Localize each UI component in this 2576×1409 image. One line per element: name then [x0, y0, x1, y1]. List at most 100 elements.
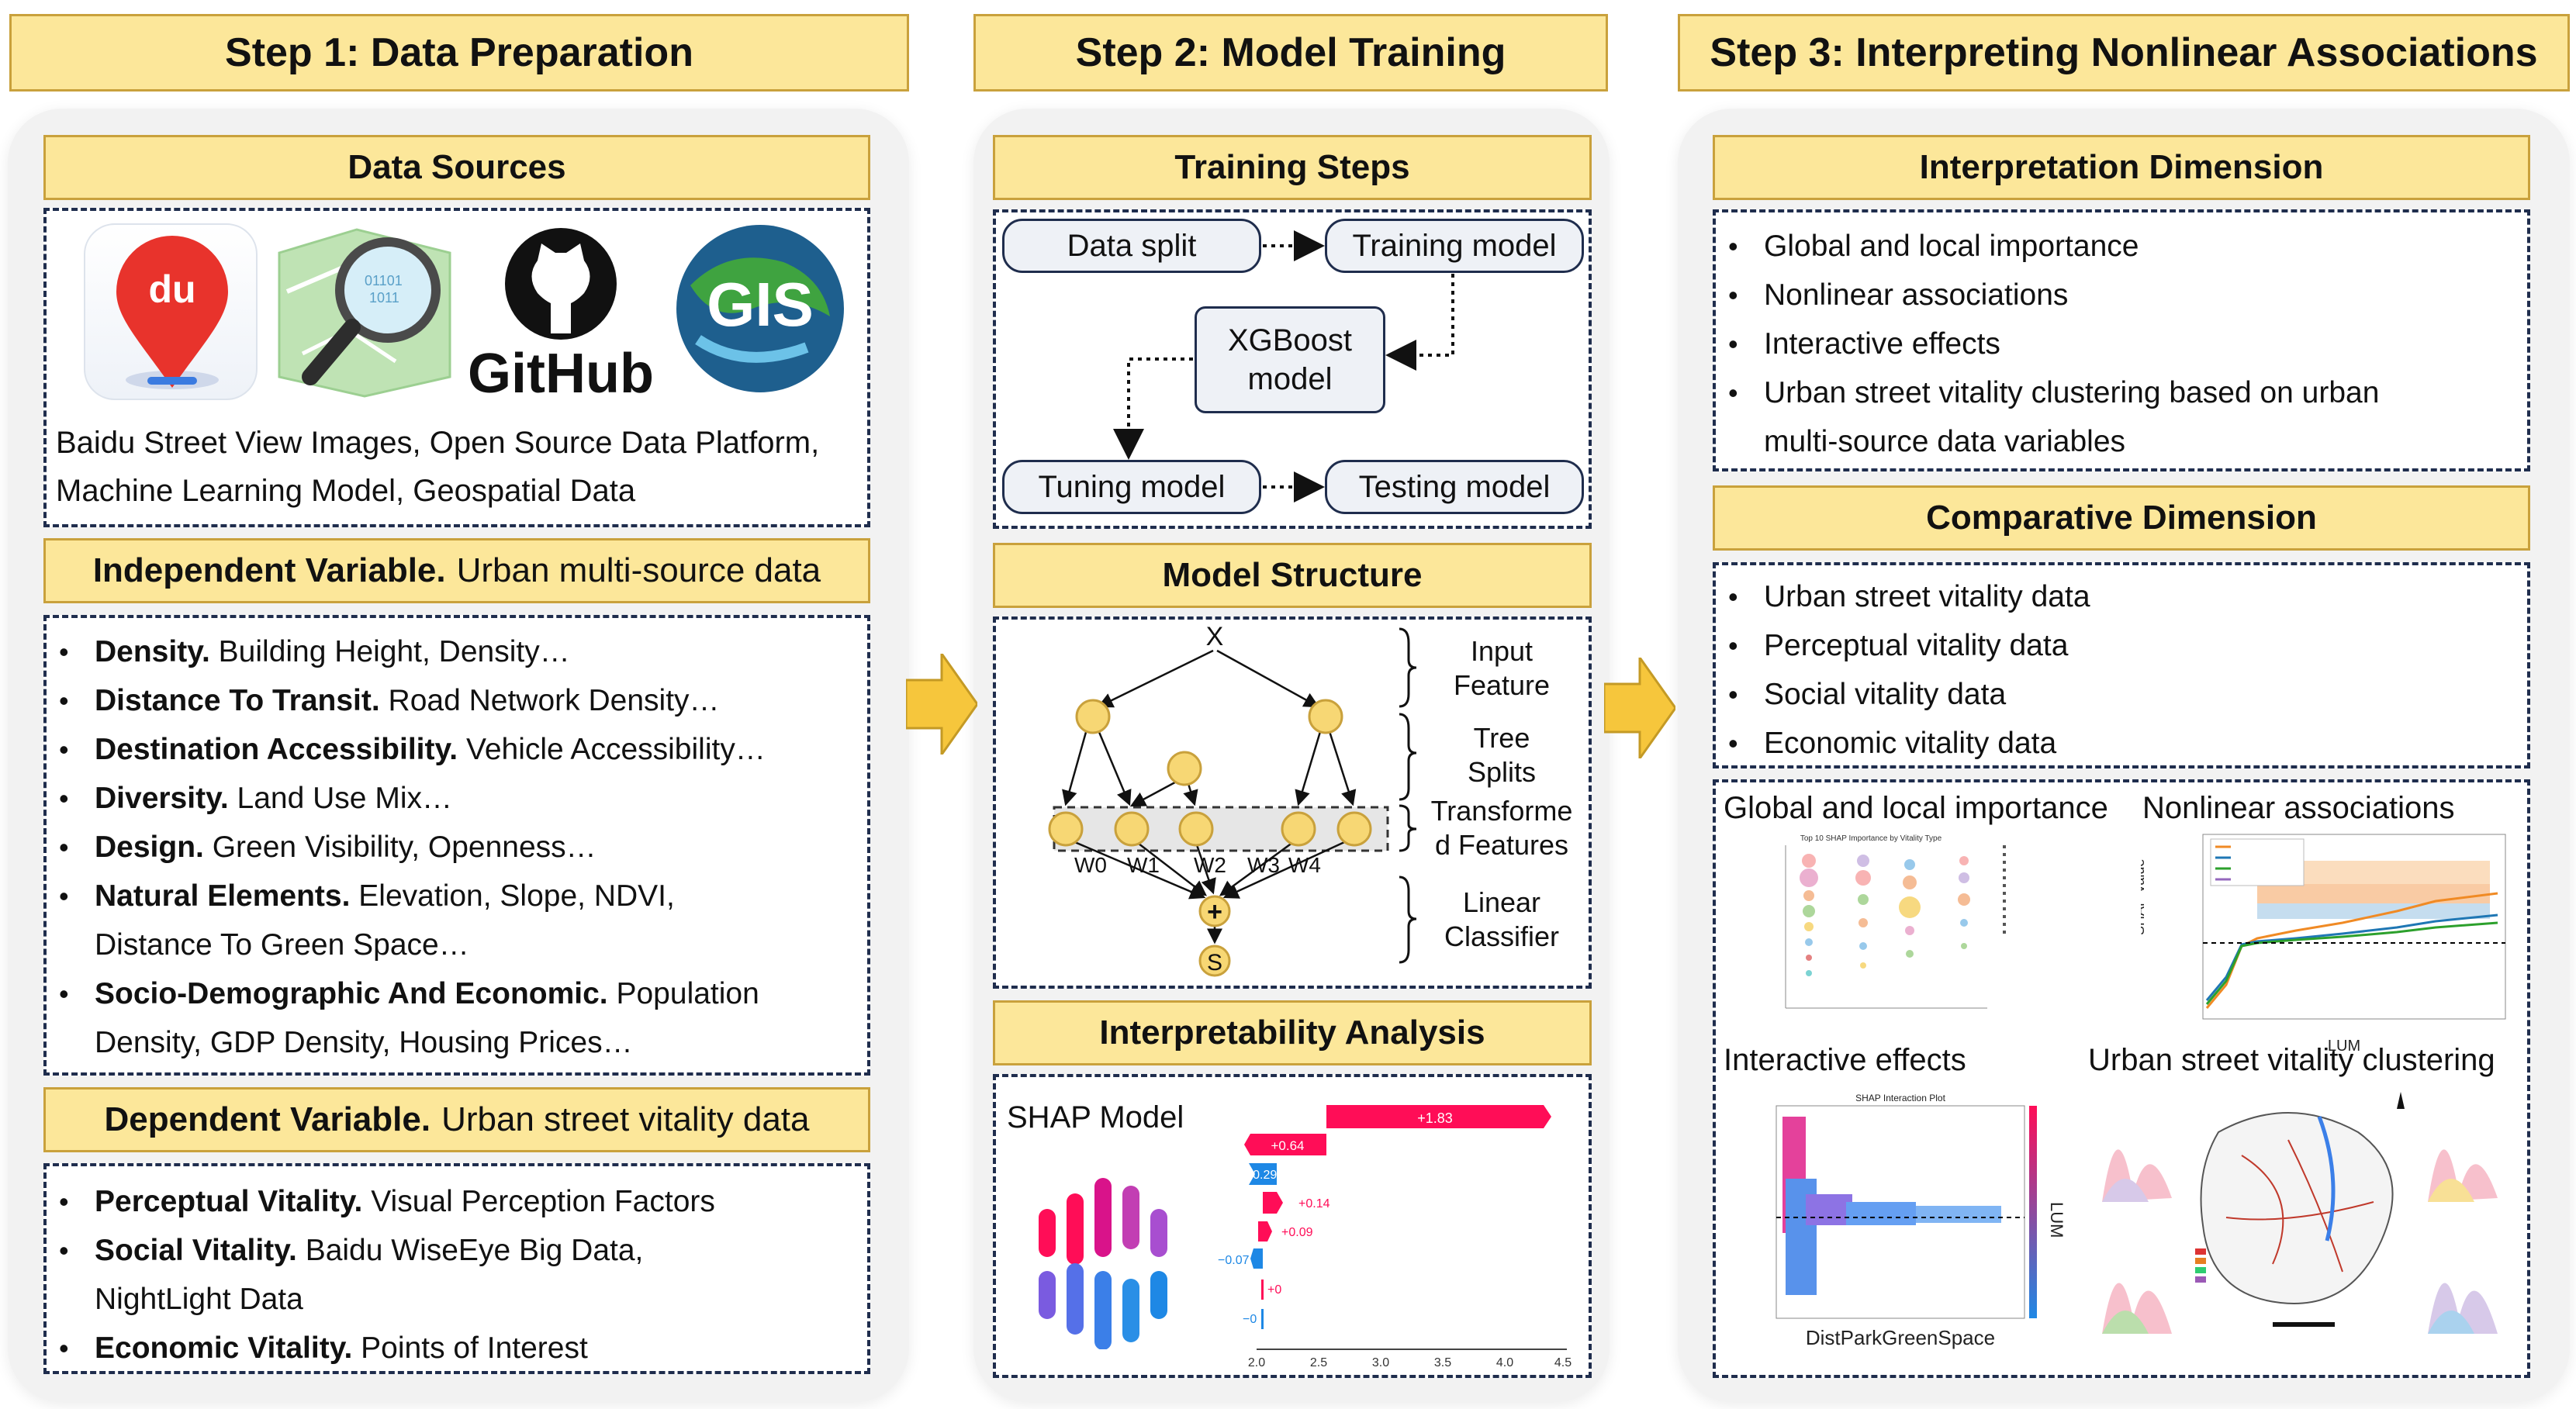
waterfall-tick: 2.0	[1248, 1356, 1265, 1369]
list-item: Design. Green Visibility, Openness…	[50, 823, 766, 872]
waterfall-tick: 3.0	[1372, 1356, 1389, 1369]
list-item: Social Vitality. Baidu WiseEye Big Data,	[50, 1226, 715, 1275]
list-item: Economic vitality data	[1719, 719, 2090, 768]
model-structure-box	[993, 616, 1592, 989]
independent-variable-list: Density. Building Height, Density… Dista…	[50, 627, 766, 1067]
list-item-continued: NightLight Data	[95, 1283, 303, 1316]
model-structure-header: Model Structure	[993, 543, 1592, 608]
list-item-continued: Density, GDP Density, Housing Prices…	[95, 1026, 633, 1059]
github-text: GitHub	[468, 343, 654, 404]
step1-header: Step 1: Data Preparation	[9, 14, 909, 92]
list-item: Perceptual Vitality. Visual Perception F…	[50, 1177, 715, 1226]
list-item: Economic Vitality. Points of Interest	[50, 1324, 715, 1373]
waterfall-label: −0.07	[1218, 1254, 1250, 1267]
training-model-node: Training model	[1325, 219, 1584, 273]
weight-label: W2	[1194, 853, 1226, 877]
interpretability-analysis-header: Interpretability Analysis	[993, 1000, 1592, 1065]
dependent-variable-list: Perceptual Vitality. Visual Perception F…	[50, 1177, 715, 1373]
list-item: Density. Building Height, Density…	[50, 627, 766, 676]
shap-logo	[1039, 1178, 1167, 1349]
sigmoid-node-label: S	[1207, 950, 1222, 976]
interpretation-dimension-header: Interpretation Dimension	[1713, 135, 2530, 200]
interactive-ylabel: LUM	[2047, 1202, 2063, 1238]
waterfall-label: +0.64	[1271, 1138, 1304, 1153]
clustering-thumbnail	[2102, 1092, 2498, 1334]
waterfall-tick: 4.5	[1554, 1356, 1572, 1369]
list-item-continued: multi-source data variables	[1764, 425, 2126, 458]
shap-model-label: SHAP Model	[1007, 1100, 1184, 1134]
waterfall-label: +0	[1267, 1283, 1281, 1297]
training-flow-arrows	[1113, 230, 1454, 502]
waterfall-label: +1.83	[1417, 1110, 1453, 1126]
interactive-plot-title: SHAP Interaction Plot	[1855, 1093, 1946, 1103]
list-item: Natural Elements. Elevation, Slope, NDVI…	[50, 872, 766, 920]
waterfall-label: −0.29	[1246, 1169, 1278, 1182]
list-item: Interactive effects	[1719, 319, 2379, 368]
model-structure-diagram: X + S W0 W1 W2 W3 W4	[1048, 622, 1417, 977]
nonlinear-ylabel: SHAP Value	[2141, 859, 2147, 935]
weight-label: W1	[1127, 853, 1160, 877]
svg-text:01101: 01101	[365, 273, 403, 288]
thumb-interactive-title: Interactive effects	[1724, 1043, 1966, 1077]
weight-label: W0	[1074, 853, 1107, 877]
waterfall-label: −0	[1243, 1313, 1257, 1326]
step2-header: Step 2: Model Training	[973, 14, 1608, 92]
list-item: Distance To Transit. Road Network Densit…	[50, 676, 766, 725]
github-logo: GitHub	[464, 222, 658, 405]
svg-text:1011: 1011	[369, 290, 399, 306]
independent-variable-header: Independent Variable.Urban multi-source …	[43, 538, 870, 603]
interpretation-list: Global and local importance Nonlinear as…	[1719, 222, 2379, 466]
waterfall-label: +0.09	[1281, 1226, 1313, 1239]
thumb-cluster-title: Urban street vitality clustering	[2088, 1043, 2495, 1077]
thumb-global-title: Global and local importance	[1724, 791, 2108, 825]
weight-label: W4	[1288, 853, 1321, 877]
testing-model-node: Testing model	[1325, 460, 1584, 514]
baidu-du-text: du	[148, 268, 195, 311]
list-item: Urban street vitality data	[1719, 572, 2090, 621]
gis-text: GIS	[707, 270, 814, 339]
waterfall-tick: 4.0	[1496, 1356, 1513, 1369]
list-item: Social vitality data	[1719, 670, 2090, 719]
tuning-model-node: Tuning model	[1002, 460, 1261, 514]
sources-line-1: Baidu Street View Images, Open Source Da…	[56, 426, 820, 460]
list-item-continued: Distance To Green Space…	[95, 928, 469, 962]
data-sources-header: Data Sources	[43, 135, 870, 200]
global-plot-title: Top 10 SHAP Importance by Vitality Type	[1800, 834, 1942, 843]
sources-line-2: Machine Learning Model, Geospatial Data	[56, 474, 636, 508]
list-item: Socio-Demographic And Economic. Populati…	[50, 969, 766, 1018]
dependent-variable-header: Dependent Variable.Urban street vitality…	[43, 1087, 870, 1152]
x-input-label: X	[1206, 622, 1224, 651]
interactive-effects-thumbnail: SHAP Interaction Plot LUM DistParkGreenS…	[1776, 1093, 2063, 1349]
nonlinear-xlabel: LUM	[2328, 1038, 2360, 1055]
waterfall-tick: 3.5	[1434, 1356, 1451, 1369]
comparative-dimension-header: Comparative Dimension	[1713, 485, 2530, 551]
data-split-node: Data split	[1002, 219, 1261, 273]
list-item: Nonlinear associations	[1719, 271, 2379, 319]
arrow-step2-to-step3	[1604, 658, 1675, 758]
sum-node-label: +	[1207, 897, 1222, 927]
list-item: Perceptual vitality data	[1719, 621, 2090, 670]
step3-header: Step 3: Interpreting Nonlinear Associati…	[1678, 14, 2570, 92]
list-item: Urban street vitality clustering based o…	[1719, 368, 2379, 417]
training-steps-header: Training Steps	[993, 135, 1592, 200]
thumb-nonlinear-title: Nonlinear associations	[2142, 791, 2455, 825]
shap-waterfall-plot: +1.83 +0.64 −0.29 +0.14 +0.09 −0.07 +0 −…	[1218, 1105, 1572, 1369]
nonlinear-associations-thumbnail: SHAP Value LUM	[2141, 834, 2506, 1055]
gis-logo: GIS	[667, 216, 853, 402]
baidu-maps-logo: du	[84, 223, 258, 400]
waterfall-label: +0.14	[1298, 1197, 1330, 1210]
arrow-step1-to-step2	[906, 654, 977, 755]
list-item: Global and local importance	[1719, 222, 2379, 271]
list-item: Destination Accessibility. Vehicle Acces…	[50, 725, 766, 774]
interactive-xlabel: DistParkGreenSpace	[1806, 1326, 1995, 1349]
comparative-list: Urban street vitality data Perceptual vi…	[1719, 572, 2090, 768]
weight-label: W3	[1247, 853, 1280, 877]
osm-magnifier-logo: 01101 1011	[271, 222, 458, 404]
waterfall-tick: 2.5	[1310, 1356, 1327, 1369]
list-item: Diversity. Land Use Mix…	[50, 774, 766, 823]
